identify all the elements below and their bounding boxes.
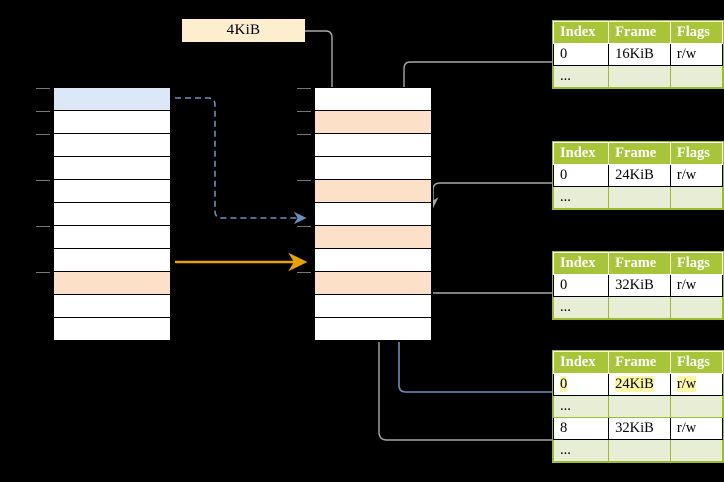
page-table-2-header-2: Flags	[669, 142, 724, 165]
page-table-2-cell-0-1: 24KiB	[608, 164, 671, 187]
page-table-1-header-2: Flags	[669, 21, 724, 44]
page-table-2-header-0: Index	[552, 142, 610, 165]
page-table-3-header-2: Flags	[669, 252, 724, 275]
virtual-memory-column-row-2	[53, 133, 171, 157]
page-table-4-cell-2-0: 8	[552, 417, 610, 440]
physical-memory-column-row-10	[314, 317, 432, 341]
virtual-memory-column-tick-6	[36, 225, 50, 227]
page-table-2-header-1: Frame	[608, 142, 671, 165]
virtual-memory-column-tick-0	[36, 87, 50, 89]
page-table-1-cell-1-1	[608, 65, 671, 88]
page-table-2-cell-1-1	[608, 186, 671, 209]
page-table-2-cell-0-2: r/w	[669, 164, 724, 187]
page-table-1-cell-0-1: 16KiB	[608, 43, 671, 66]
virtual-memory-column-row-6	[53, 225, 171, 249]
physical-memory-column-row-1	[314, 110, 432, 134]
virtual-memory-column-tick-8	[36, 271, 50, 273]
page-table-3-cell-1-2	[669, 296, 724, 319]
page-table-3-cell-1-1	[608, 296, 671, 319]
page-table-1-header-1: Frame	[608, 21, 671, 44]
page-table-4-header-1: Frame	[608, 351, 671, 374]
page-table-4-cell-1-0: ...	[552, 395, 610, 418]
physical-memory-column	[313, 87, 433, 342]
page-table-2-cell-1-0: ...	[552, 186, 610, 209]
wire-table2-to-memory	[427, 182, 552, 209]
page-table-4-cell-2-1: 32KiB	[608, 417, 671, 440]
page-size-label: 4KiB	[182, 19, 305, 42]
virtual-memory-column-row-1	[53, 110, 171, 134]
page-table-2-row: ...	[552, 186, 724, 209]
page-table-3-header-0: Index	[552, 252, 610, 275]
virtual-memory-column-row-9	[53, 294, 171, 318]
page-table-4-cell-3-2	[669, 439, 724, 462]
page-table-4-cell-3-0: ...	[552, 439, 610, 462]
physical-memory-column-row-8	[314, 271, 432, 295]
page-table-3-cell-1-0: ...	[552, 296, 610, 319]
page-table-1-row: ...	[552, 65, 724, 88]
physical-memory-column-row-9	[314, 294, 432, 318]
page-table-3-cell-0-1: 32KiB	[608, 274, 671, 297]
physical-memory-column-tick-4	[297, 179, 311, 181]
page-table-4-cell-0-0: 0	[552, 373, 610, 396]
physical-memory-column-row-5	[314, 202, 432, 226]
page-table-4-header-0: Index	[552, 351, 610, 374]
page-table-1-cell-0-0: 0	[552, 43, 610, 66]
physical-memory-column-tick-0	[297, 87, 311, 89]
virtual-memory-column-row-0	[53, 87, 171, 111]
page-table-4-cell-1-1	[608, 395, 671, 418]
physical-memory-column-row-2	[314, 133, 432, 157]
page-table-1-header-0: Index	[552, 21, 610, 44]
page-table-3-row: ...	[552, 296, 724, 319]
wire-dashed-virtual-to-physical	[175, 97, 307, 225]
page-table-4-cell-0-2: r/w	[669, 373, 724, 396]
page-table-4-cell-3-1	[608, 439, 671, 462]
page-table-3-header-1: Frame	[608, 252, 671, 275]
page-table-4-cell-2-2: r/w	[669, 417, 724, 440]
virtual-memory-column-row-8	[53, 271, 171, 295]
page-table-1-cell-1-2	[669, 65, 724, 88]
page-table-4-cell-0-1: 24KiB	[608, 373, 671, 396]
page-table-4-row: ...	[552, 395, 724, 418]
physical-memory-column-tick-6	[297, 225, 311, 227]
physical-memory-column-row-6	[314, 225, 432, 249]
page-table-3-cell-0-2: r/w	[669, 274, 724, 297]
physical-memory-column-tick-8	[297, 271, 311, 273]
physical-memory-column-row-4	[314, 179, 432, 203]
virtual-memory-column	[52, 87, 172, 342]
physical-memory-column-tick-1	[297, 110, 311, 112]
physical-memory-column-row-0	[314, 87, 432, 111]
virtual-memory-column-row-3	[53, 156, 171, 180]
virtual-memory-column-row-5	[53, 202, 171, 226]
page-table-3-cell-0-0: 0	[552, 274, 610, 297]
virtual-memory-column-row-10	[53, 317, 171, 341]
physical-memory-column-tick-2	[297, 133, 311, 135]
page-table-1-cell-1-0: ...	[552, 65, 610, 88]
page-table-2-cell-0-0: 0	[552, 164, 610, 187]
virtual-memory-column-tick-2	[36, 133, 50, 135]
virtual-memory-column-tick-4	[36, 179, 50, 181]
virtual-memory-column-row-4	[53, 179, 171, 203]
page-table-4-row: ...	[552, 439, 724, 462]
page-table-1-cell-0-2: r/w	[669, 43, 724, 66]
page-table-4-cell-1-2	[669, 395, 724, 418]
physical-memory-column-row-7	[314, 248, 432, 272]
virtual-memory-column-tick-1	[36, 110, 50, 112]
virtual-memory-column-row-7	[53, 248, 171, 272]
page-table-2-cell-1-2	[669, 186, 724, 209]
page-table-4-header-2: Flags	[669, 351, 724, 374]
physical-memory-column-row-3	[314, 156, 432, 180]
